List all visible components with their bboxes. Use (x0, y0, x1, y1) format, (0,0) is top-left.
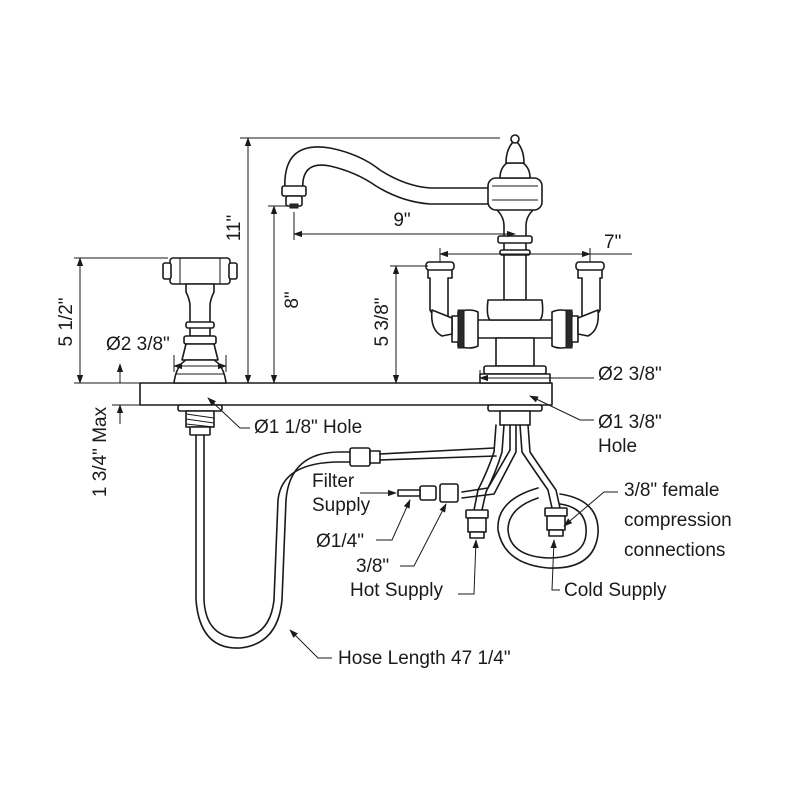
filter-supply-callout-line2: Supply (312, 495, 371, 516)
side-sprayer (162, 257, 238, 436)
cold-supply-callout: Cold Supply (564, 580, 667, 601)
hot-supply-callout-line2: Hot Supply (350, 580, 443, 601)
countertop-deck (139, 382, 553, 406)
spout-reach-label: 9" (393, 210, 410, 231)
faucet-hole-callout-line2: Hole (598, 436, 637, 457)
filter-supply-callout: Filter (312, 471, 355, 492)
spout-height-label: 11" (224, 215, 245, 241)
faucet-hole-callout: Ø1 3/8" (598, 412, 662, 433)
compression-callout-line2: compression (624, 510, 732, 531)
max-deck-thickness-label: 1 3/4" Max (90, 406, 111, 497)
sprayer-height-label: 5 1/2" (56, 297, 77, 346)
supply-lines (195, 424, 599, 649)
filter-diameter-callout: Ø1/4" (316, 531, 364, 552)
compression-callout-line3: connections (624, 540, 725, 561)
faucet-base-diameter-label: Ø2 3/8" (598, 364, 662, 385)
handle-height-label: 5 3/8" (372, 297, 393, 346)
sprayer-base-diameter-label: Ø2 3/8" (106, 334, 170, 355)
sprayer-hole-callout: Ø1 1/8" Hole (254, 417, 362, 438)
compression-callout: 3/8" female (624, 480, 719, 501)
hot-supply-callout: 3/8" (356, 556, 389, 577)
handle-spread-label: 7" (604, 232, 621, 253)
spout-clearance-label: 8" (282, 291, 303, 308)
hose-length-callout: Hose Length 47 1/4" (338, 648, 511, 669)
faucet-body (281, 134, 605, 426)
